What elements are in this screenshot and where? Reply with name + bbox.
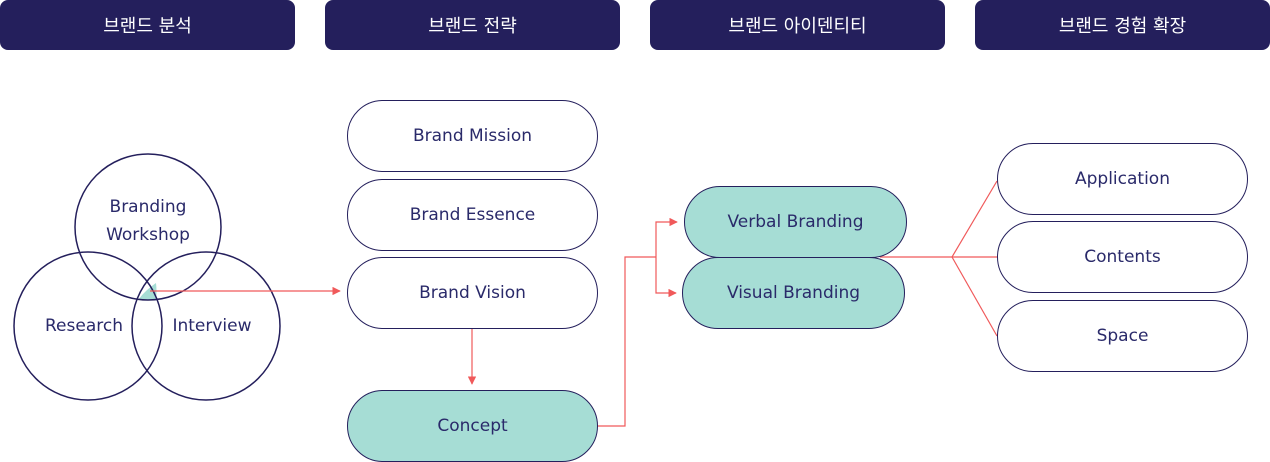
pill-application: Application xyxy=(997,143,1248,215)
line-to-space xyxy=(951,256,998,337)
line-concept-to-identity xyxy=(598,256,656,427)
header-brand-analysis: 브랜드 분석 xyxy=(0,0,295,50)
header-brand-identity: 브랜드 아이덴티티 xyxy=(650,0,945,50)
pill-contents: Contents xyxy=(997,221,1248,293)
label-interview: Interview xyxy=(172,316,252,336)
pill-space: Space xyxy=(997,300,1248,372)
pill-concept: Concept xyxy=(347,390,598,462)
research-circle xyxy=(13,251,163,401)
line-to-application xyxy=(951,180,998,258)
workshop-circle xyxy=(74,153,222,301)
pill-verbal-branding: Verbal Branding xyxy=(684,186,907,258)
pill-visual-branding: Visual Branding xyxy=(682,257,905,329)
header-brand-experience: 브랜드 경험 확장 xyxy=(975,0,1270,50)
label-research: Research xyxy=(45,316,123,336)
pill-brand-vision: Brand Vision xyxy=(347,257,598,329)
arrow-to-visual-branding xyxy=(655,257,677,298)
pill-brand-essence: Brand Essence xyxy=(347,179,598,251)
pill-brand-mission: Brand Mission xyxy=(347,100,598,172)
header-brand-strategy: 브랜드 전략 xyxy=(325,0,620,50)
label-workshop: Workshop xyxy=(106,225,190,245)
label-branding-workshop: Branding Workshop xyxy=(78,193,218,249)
arrow-to-verbal-branding xyxy=(655,217,678,257)
interview-circle xyxy=(131,251,281,401)
label-branding: Branding xyxy=(109,197,187,217)
